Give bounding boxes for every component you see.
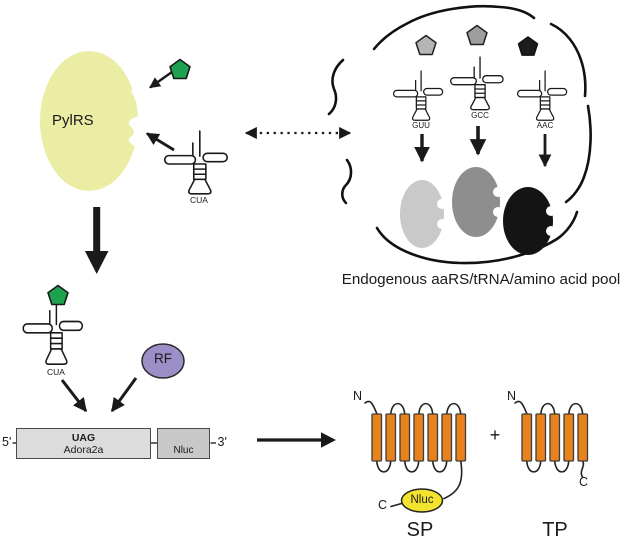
sp-n-linker xyxy=(364,400,378,415)
release-factor-shape xyxy=(141,343,185,379)
arrow-rf-to-uag xyxy=(110,377,138,413)
arrow-construct-to-products xyxy=(257,432,336,448)
endogenous-aars-3 xyxy=(503,187,553,255)
pylrs-trna-pocket xyxy=(128,114,150,149)
endogenous-trna-aac-anticodon: AAC xyxy=(536,121,554,130)
five-prime-label: 5' xyxy=(2,435,12,449)
adora2a-gene-label: Adora2a xyxy=(63,443,104,456)
aars-2-pocket-lower xyxy=(493,207,503,217)
sp-protein xyxy=(364,400,467,513)
aars-1-pocket-upper xyxy=(437,199,447,209)
pylrs-amino-acid-pocket xyxy=(131,84,150,103)
aars-3-pocket-lower xyxy=(546,226,556,236)
nluc-tag-shape xyxy=(400,488,444,513)
endogenous-aars-group xyxy=(400,167,556,255)
tp-c-terminus-label: C xyxy=(579,475,589,489)
charged-trna-anticodon: CUA xyxy=(47,367,65,377)
endogenous-amino-acid-1 xyxy=(415,34,437,56)
endogenous-amino-acid-2 xyxy=(466,24,488,46)
tp-n-linker xyxy=(514,400,528,415)
endogenous-trna-gcc xyxy=(449,56,504,111)
aars-2-pocket-upper xyxy=(493,187,503,197)
endogenous-pool-caption: Endogenous aaRS/tRNA/amino acid pool xyxy=(341,271,621,288)
endogenous-trna-aac xyxy=(516,70,568,121)
sp-loops xyxy=(364,400,463,508)
arrow-pylrs-to-charged-trna xyxy=(84,207,109,274)
aars-1-pocket-lower xyxy=(437,219,447,229)
sp-c-linker-to-nluc xyxy=(443,460,463,500)
cell-membrane-outline xyxy=(327,4,592,265)
ncaa-pentagon xyxy=(169,58,191,80)
endogenous-trna-guu xyxy=(392,70,444,121)
tp-c-linker xyxy=(580,460,585,478)
uag-stop-codon: UAG xyxy=(71,431,96,444)
pylrs-enzyme xyxy=(40,51,150,191)
release-factor-label: RF xyxy=(154,351,172,366)
suppressor-trna xyxy=(163,130,229,195)
three-prime-label: 3' xyxy=(217,435,227,449)
adora2a-gene-box: UAG Adora2a xyxy=(16,428,151,459)
tp-label: TP xyxy=(542,519,568,541)
arrow-trna-to-pylrs xyxy=(145,132,175,152)
sp-label: SP xyxy=(406,519,434,541)
sp-c-terminus-label: C xyxy=(378,498,388,512)
tp-helices xyxy=(521,413,589,462)
endogenous-aars-1 xyxy=(400,180,444,248)
sp-n-terminus-label: N xyxy=(353,389,363,403)
nluc-gene-label: Nluc xyxy=(173,445,194,456)
arrow-charged-trna-to-uag xyxy=(60,379,88,413)
endogenous-aars-2 xyxy=(452,167,500,237)
nluc-tag-label: Nluc xyxy=(410,493,434,506)
tp-n-terminus-label: N xyxy=(507,389,517,403)
charged-ncaa-pentagon xyxy=(47,284,69,306)
endogenous-trna-gcc-anticodon: GCC xyxy=(471,111,489,120)
arrow-ncaa-to-pylrs xyxy=(149,71,173,89)
endogenous-amino-acid-3 xyxy=(517,36,539,56)
suppressor-trna-anticodon: CUA xyxy=(190,195,208,205)
pylrs-enzyme-shape xyxy=(40,51,138,191)
sp-helices xyxy=(371,413,467,462)
tp-loops xyxy=(514,400,585,478)
aars-3-pocket-upper xyxy=(546,206,556,216)
pylrs-label: PylRS xyxy=(52,112,94,129)
endogenous-trna-guu-anticodon: GUU xyxy=(412,121,430,130)
sp-c-linker xyxy=(390,502,403,508)
charged-suppressor-trna xyxy=(22,297,84,365)
nluc-gene-box: Nluc xyxy=(157,428,210,459)
tp-protein xyxy=(514,400,589,478)
plus-sign: + xyxy=(489,425,501,445)
